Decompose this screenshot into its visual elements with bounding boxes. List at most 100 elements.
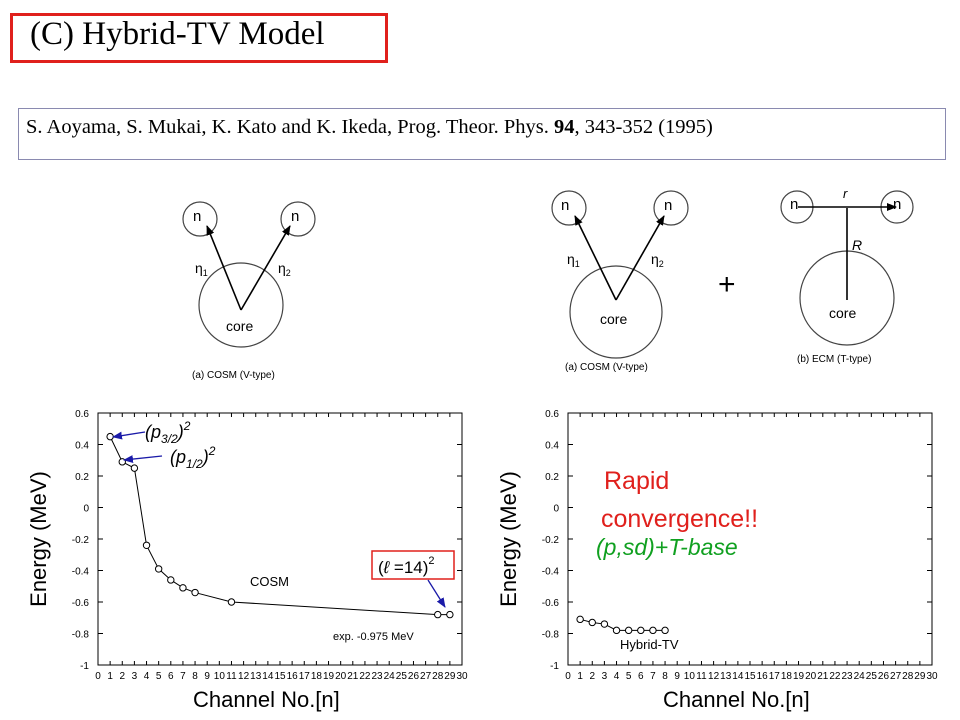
- x-tick-label: 28: [902, 671, 914, 682]
- exp-value-label: exp. -0.975 MeV: [333, 631, 414, 643]
- data-point: [661, 626, 669, 635]
- rapid-label: Rapid: [604, 467, 669, 495]
- n-label: n: [291, 208, 299, 225]
- x-tick-label: 27: [890, 671, 902, 682]
- y-tick-label: 0.6: [545, 409, 559, 420]
- x-tick-label: 13: [720, 671, 732, 682]
- plot-frame: [97, 412, 463, 666]
- diagram-cosm-right: n n η1 η2 core (a) COSM (V-type): [551, 190, 689, 373]
- l14-arrow: [427, 579, 446, 608]
- y-tick-label: -0.2: [72, 535, 90, 546]
- x-tick-label: 16: [287, 671, 299, 682]
- x-tick-label: 25: [866, 671, 878, 682]
- x-tick-label: 1: [107, 671, 113, 682]
- x-tick-label: 13: [250, 671, 262, 682]
- y-tick-label: -0.4: [72, 567, 90, 578]
- data-point: [227, 598, 236, 606]
- y-axis-title: Energy (MeV): [496, 471, 521, 607]
- x-tick-label: 5: [626, 671, 632, 682]
- x-tick-label: 24: [854, 671, 866, 682]
- x-tick-label: 4: [144, 671, 150, 682]
- eta2-label: η2: [651, 251, 664, 269]
- n-label: n: [893, 196, 901, 213]
- data-point: [588, 618, 596, 627]
- chart-cosm-annotations: (p3/2)2 (p1/2)2 (ℓ =14)2 COSM exp. -0.97…: [112, 419, 455, 643]
- x-tick-label: 16: [757, 671, 769, 682]
- neutron-circle: [182, 201, 218, 237]
- x-tick-label: 2: [589, 671, 595, 682]
- x-tick-label: 17: [769, 671, 781, 682]
- x-tick-label: 1: [577, 671, 583, 682]
- x-tick-label: 26: [408, 671, 420, 682]
- core-circle: [198, 262, 284, 348]
- diagrams: n n η1 η2 core (a) COSM (V-type) n n η1 …: [182, 186, 914, 381]
- data-point: [179, 584, 187, 592]
- x-tick-label: 22: [829, 671, 841, 682]
- data-point: [576, 615, 584, 624]
- eta2-label: η2: [278, 260, 291, 278]
- x-tick-label: 10: [214, 671, 226, 682]
- diagram-caption: (b) ECM (T-type): [797, 354, 871, 365]
- plus-sign: +: [718, 268, 736, 301]
- x-tick-label: 3: [132, 671, 138, 682]
- core-label: core: [829, 305, 856, 321]
- diagram-ecm: n n r R core (b) ECM (T-type): [780, 186, 914, 365]
- cosm-series-label: COSM: [250, 574, 289, 589]
- reference-frame: [18, 108, 946, 160]
- x-tick-label: 5: [156, 671, 162, 682]
- title-frame: [10, 13, 388, 63]
- convergence-label: convergence!!: [601, 505, 758, 533]
- neutron-circle: [551, 190, 587, 226]
- x-tick-label: 18: [311, 671, 323, 682]
- y-tick-label: -0.2: [542, 535, 560, 546]
- x-tick-label: 2: [119, 671, 125, 682]
- x-tick-label: 8: [192, 671, 198, 682]
- p12-label: (p1/2)2: [170, 444, 216, 471]
- core-label: core: [600, 311, 627, 327]
- x-tick-label: 15: [274, 671, 286, 682]
- x-tick-label: 12: [708, 671, 720, 682]
- y-tick-label: 0.6: [75, 409, 89, 420]
- basis-label: (p,sd)+T-base: [596, 534, 738, 560]
- x-tick-label: 29: [914, 671, 926, 682]
- x-tick-label: 28: [432, 671, 444, 682]
- p32-arrow: [112, 431, 146, 440]
- y-tick-label: 0: [553, 504, 559, 515]
- data-point: [154, 565, 163, 573]
- data-point: [600, 620, 609, 628]
- y-tick-label: -1: [80, 661, 89, 672]
- x-tick-label: 6: [168, 671, 174, 682]
- y-axis-title: Energy (MeV): [26, 471, 51, 607]
- data-point: [130, 464, 139, 472]
- data-point: [624, 626, 633, 635]
- n-label: n: [193, 208, 201, 225]
- eta2-arrow: [615, 215, 665, 301]
- l14-label: (ℓ =14)2: [378, 555, 435, 577]
- y-tick-label: 0.2: [545, 472, 559, 483]
- x-tick-label: 21: [347, 671, 359, 682]
- R-label: R: [852, 237, 862, 253]
- chart-hybrid-annotations: Rapid convergence!! (p,sd)+T-base Hybrid…: [596, 467, 758, 652]
- y-tick-label: 0.4: [75, 441, 89, 452]
- neutron-circle: [653, 190, 689, 226]
- eta1-arrow: [206, 225, 242, 311]
- x-tick-label: 0: [565, 671, 571, 682]
- y-tick-label: -0.8: [72, 630, 90, 641]
- n-label: n: [561, 197, 569, 214]
- data-point: [649, 626, 657, 635]
- page-title: (C) Hybrid-TV Model: [30, 16, 325, 52]
- x-tick-label: 23: [372, 671, 384, 682]
- y-tick-label: 0.4: [545, 441, 559, 452]
- reference-volume: 94: [554, 116, 575, 138]
- x-tick-label: 23: [842, 671, 854, 682]
- x-tick-label: 29: [444, 671, 456, 682]
- core-circle: [569, 265, 663, 359]
- x-tick-label: 10: [684, 671, 696, 682]
- x-tick-label: 9: [204, 671, 210, 682]
- y-tick-label: -0.6: [542, 598, 560, 609]
- x-tick-label: 19: [323, 671, 335, 682]
- data-point: [612, 626, 621, 635]
- x-tick-label: 21: [817, 671, 829, 682]
- x-tick-label: 25: [396, 671, 408, 682]
- data-point: [637, 626, 645, 635]
